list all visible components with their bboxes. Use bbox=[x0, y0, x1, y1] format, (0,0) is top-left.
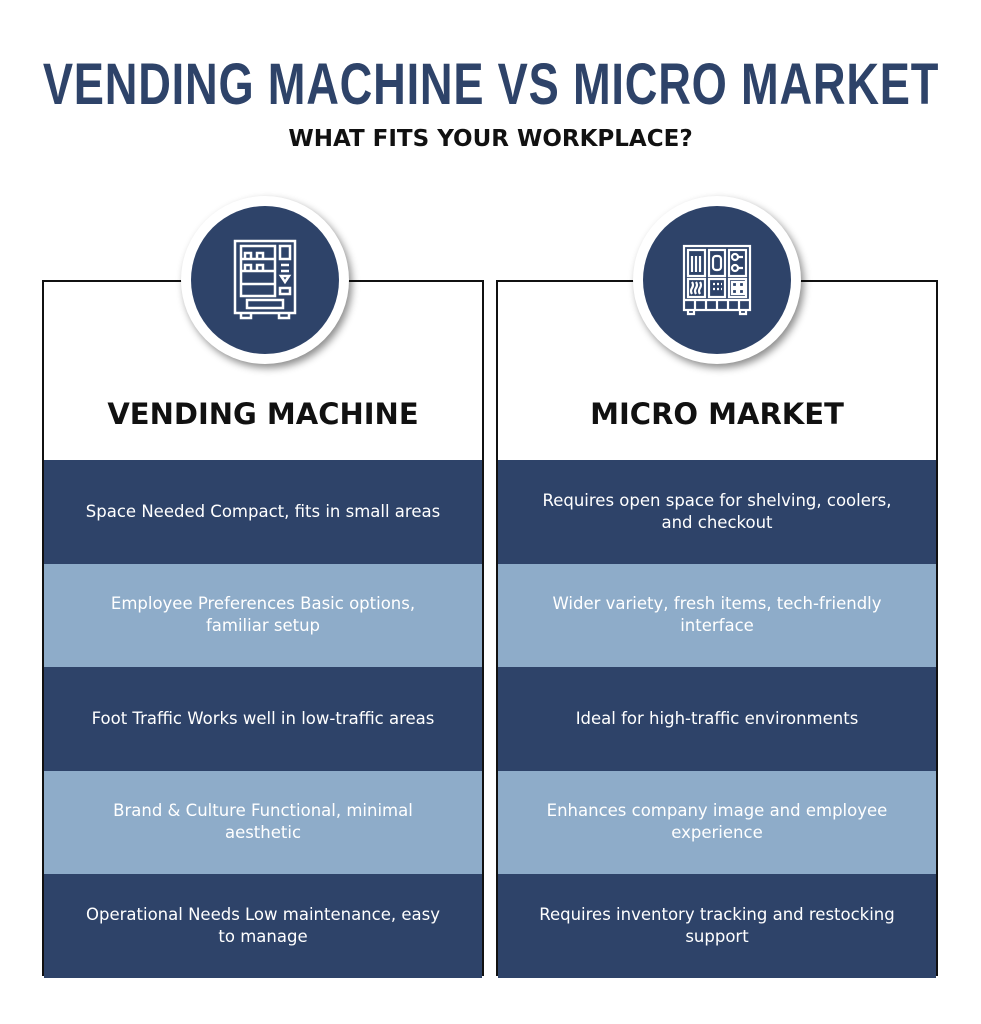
comparison-row: Operational Needs Low maintenance, easy … bbox=[44, 874, 482, 978]
comparison-row: Space Needed Compact, fits in small area… bbox=[44, 460, 482, 564]
comparison-row: Foot Traffic Works well in low-traffic a… bbox=[44, 667, 482, 771]
comparison-row: Employee Preferences Basic options, fami… bbox=[44, 563, 482, 667]
vending-machine-icon bbox=[233, 239, 297, 320]
comparison-row: Requires open space for shelving, cooler… bbox=[498, 460, 936, 564]
page-subtitle: WHAT FITS YOUR WORKPLACE? bbox=[288, 126, 693, 152]
micro-market-badge bbox=[633, 196, 801, 364]
micro-market-column: MICRO MARKET Requires open space for she… bbox=[496, 280, 938, 978]
vending-machine-badge bbox=[181, 196, 349, 364]
comparison-row: Wider variety, fresh items, tech-friendl… bbox=[498, 563, 936, 667]
micro-market-icon bbox=[682, 244, 752, 316]
comparison-row: Ideal for high-traffic environments bbox=[498, 667, 936, 771]
column-heading: VENDING MACHINE bbox=[107, 397, 419, 432]
comparison-row: Brand & Culture Functional, minimal aest… bbox=[44, 770, 482, 874]
vending-machine-column: VENDING MACHINE Space Needed Compact, fi… bbox=[42, 280, 484, 978]
page-title: VENDING MACHINE VS MICRO MARKET bbox=[42, 52, 939, 117]
comparison-row: Enhances company image and employee expe… bbox=[498, 770, 936, 874]
comparison-row: Requires inventory tracking and restocki… bbox=[498, 874, 936, 978]
column-heading: MICRO MARKET bbox=[590, 397, 844, 432]
